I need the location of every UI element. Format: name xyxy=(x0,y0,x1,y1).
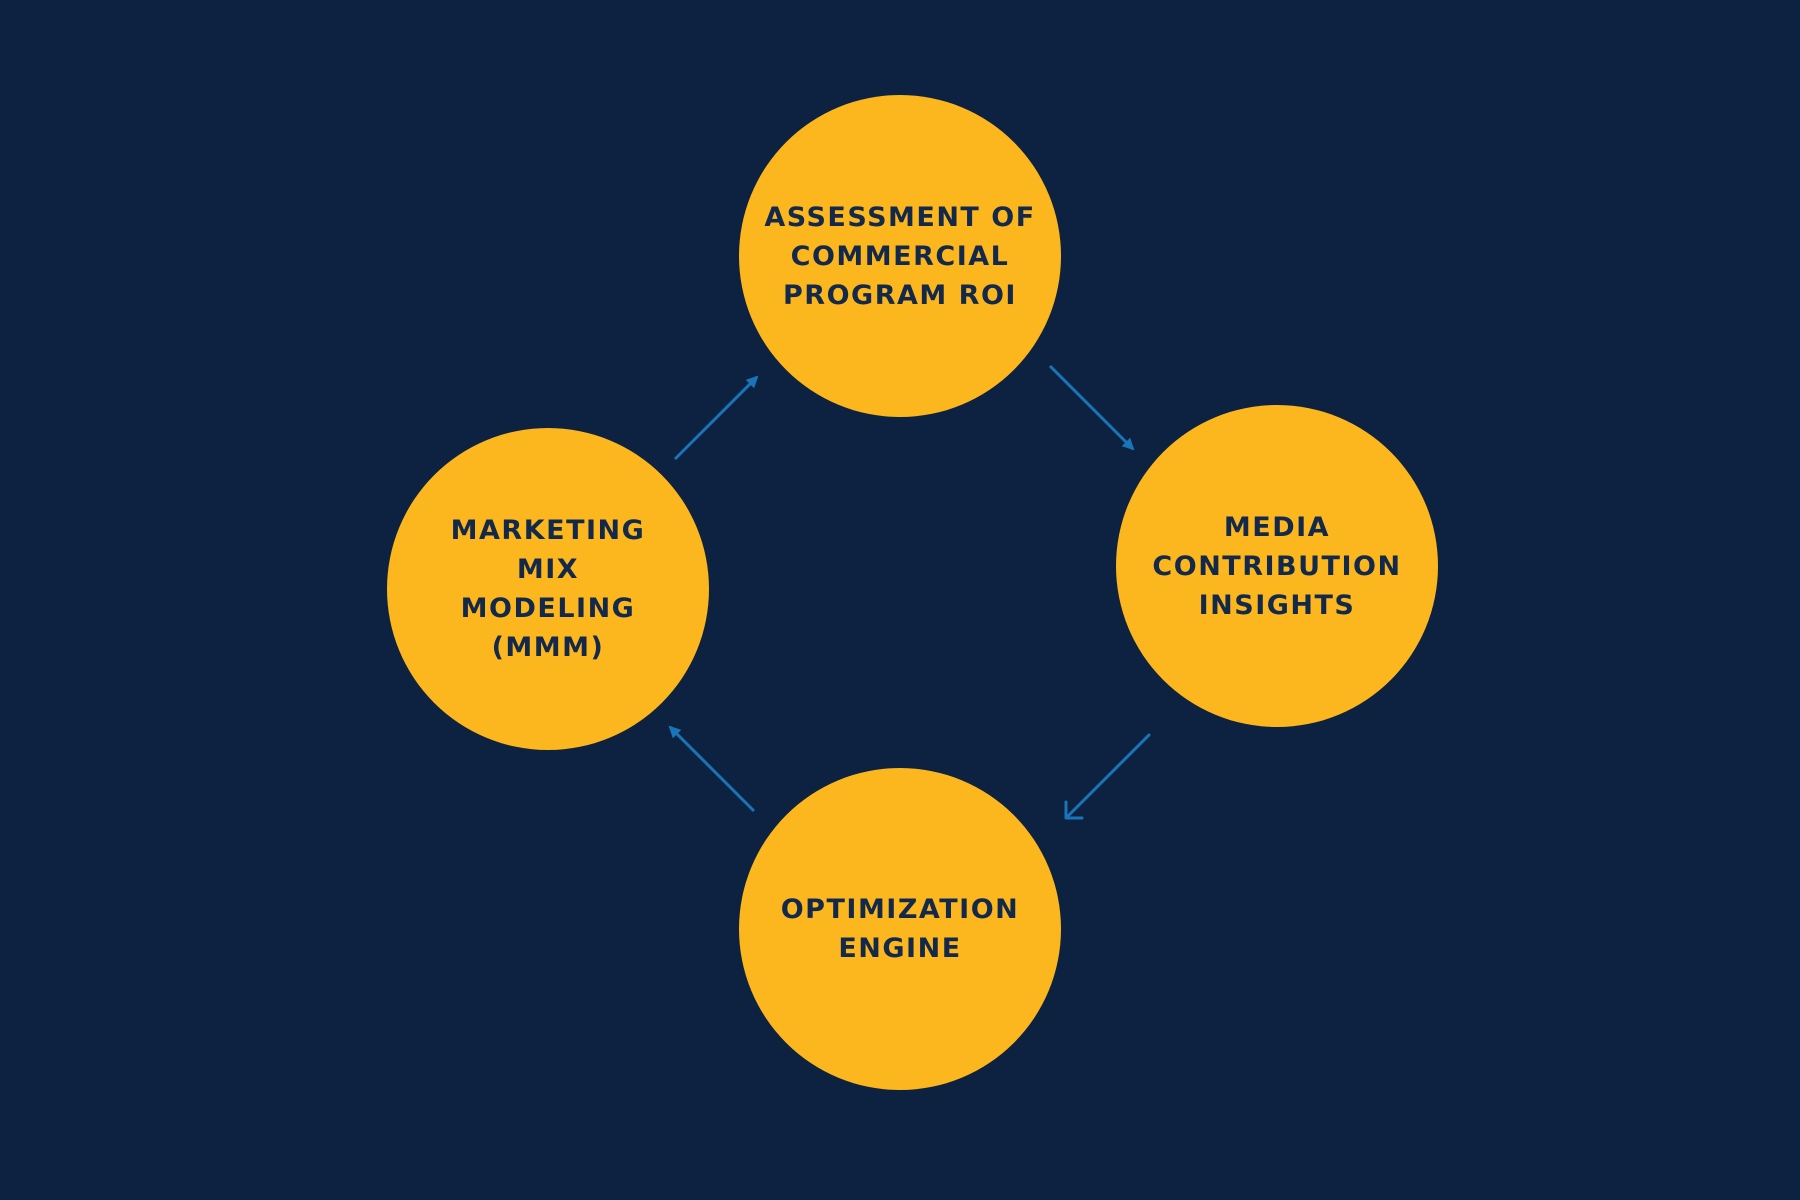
node-optimization-engine: OPTIMIZATION ENGINE xyxy=(739,768,1061,1090)
arrow-mmm-to-assessment xyxy=(673,375,759,461)
node-assessment-commercial-roi: ASSESSMENT OF COMMERCIAL PROGRAM ROI xyxy=(739,95,1061,417)
node-label: OPTIMIZATION ENGINE xyxy=(780,894,1020,964)
node-marketing-mix-modeling: MARKETING MIX MODELING (MMM) xyxy=(387,428,709,750)
arrow-media-to-optimization xyxy=(1064,733,1151,820)
arrow-optimization-to-mmm xyxy=(668,725,756,813)
node-label: ASSESSMENT OF COMMERCIAL PROGRAM ROI xyxy=(764,201,1036,311)
node-label: MEDIA CONTRIBUTION INSIGHTS xyxy=(1152,511,1402,621)
arrow-assessment-to-media xyxy=(1048,364,1135,451)
node-label: MARKETING MIX MODELING (MMM) xyxy=(450,515,646,663)
node-media-contribution-insights: MEDIA CONTRIBUTION INSIGHTS xyxy=(1116,405,1438,727)
